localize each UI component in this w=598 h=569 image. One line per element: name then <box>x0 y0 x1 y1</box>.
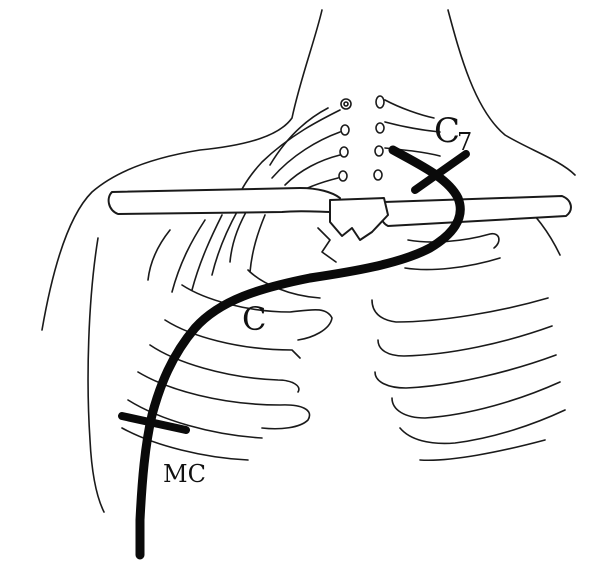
vertebra-marker <box>376 96 384 108</box>
vertebra-marker <box>374 170 382 180</box>
vertebra-marker <box>375 146 383 156</box>
ribs-left <box>122 270 332 460</box>
c7-crossmark <box>415 154 466 190</box>
vertebra-marker <box>341 125 349 135</box>
label-c7-subscript: 7 <box>457 128 472 156</box>
vertebra-marker <box>340 147 348 157</box>
ribs-right <box>372 234 565 461</box>
manubrium <box>330 198 388 240</box>
body-outline <box>42 10 575 512</box>
vertebra-marker <box>339 171 347 181</box>
vertebra-marker <box>376 123 384 133</box>
label-mc: MC <box>163 460 206 488</box>
right-clavicle <box>381 196 571 226</box>
vertebra-marker <box>341 99 351 109</box>
left-clavicle <box>109 188 340 214</box>
label-c: C <box>242 300 266 338</box>
cervical-vertebrae <box>339 96 384 181</box>
vertebra-marker <box>344 102 348 106</box>
